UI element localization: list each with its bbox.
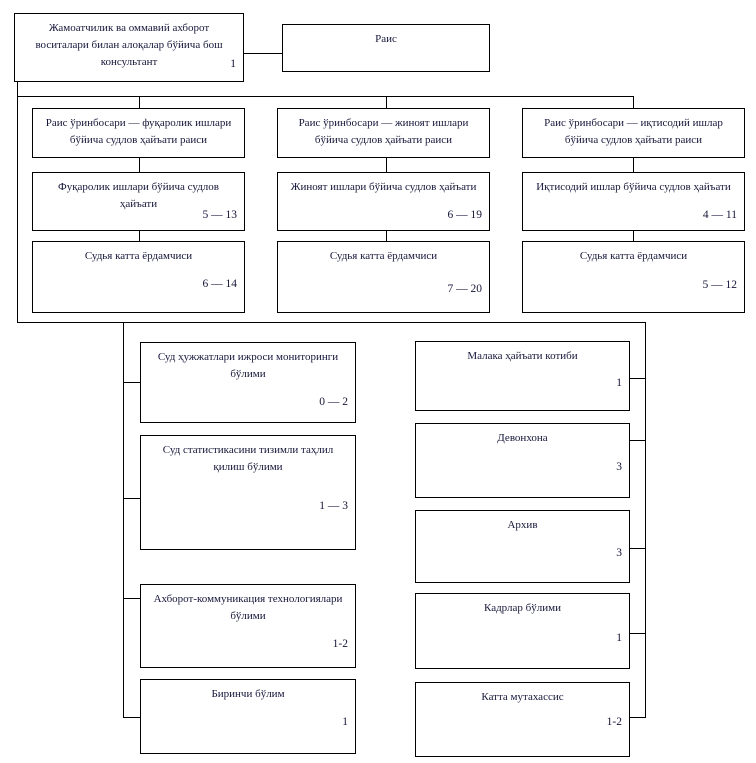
org-node-label: Раис ўринбосари — фуқаролик ишлари бўйич… [45,117,232,147]
org-node-label: Суд статистикасини тизимли таҳлил қилиш … [162,444,334,474]
connector-line [244,53,282,54]
org-node-label: Малака ҳайъати котиби [467,350,578,362]
org-node-senior-specialist: Катта мутахассис 1-2 [415,682,630,757]
org-node-consultant: Жамоатчилик ва оммавий ахборот воситалар… [14,13,244,82]
org-node-ict-dept: Ахборот-коммуникация технологиялари бўли… [140,584,356,668]
connector-line [633,96,634,108]
connector-line [630,717,645,718]
org-node-deputy-economic: Раис ўринбосари — иқтисодий ишлар бўйича… [522,108,745,158]
connector-line [17,82,18,322]
org-node-senior-assistant-criminal: Судья катта ёрдамчиси 7 — 20 [277,241,490,313]
org-node-count: 5 — 13 [202,209,238,222]
org-node-senior-assistant-economic: Судья катта ёрдамчиси 5 — 12 [522,241,745,313]
connector-line [645,322,646,718]
org-node-chancellery: Девонхона 3 [415,423,630,498]
connector-line [633,158,634,172]
connector-line [139,96,140,108]
org-node-monitoring-dept: Суд ҳужжатлари ижроси мониторинги бўлими… [140,342,356,423]
org-node-label: Судья катта ёрдамчиси [329,250,438,262]
org-node-count: 1-2 [332,637,348,650]
connector-line [386,158,387,172]
connector-line [123,382,140,383]
org-node-label: Раис [375,33,397,45]
org-node-count: 5 — 12 [702,279,738,291]
connector-line [139,231,140,241]
connector-line [123,717,140,718]
connector-line [630,440,645,441]
connector-line [630,378,645,379]
connector-line [630,548,645,549]
org-node-statistics-dept: Суд статистикасини тизимли таҳлил қилиш … [140,435,356,550]
org-node-label: Архив [507,519,538,531]
org-node-count: 1 [230,57,236,70]
connector-line [633,231,634,241]
org-node-board-criminal: Жиноят ишлари бўйича судлов ҳайъати 6 — 1… [277,172,490,231]
org-node-board-economic: Иқтисодий ишлар бўйича судлов ҳайъати 4 —… [522,172,745,231]
org-node-label: Раис ўринбосари — жиноят ишлари бўйича с… [298,117,469,147]
org-node-label: Судья катта ёрдамчиси [579,250,688,262]
org-node-label: Фуқаролик ишлари бўйича судлов ҳайъати [58,181,219,211]
org-node-count: 1 — 3 [319,500,348,513]
org-node-label: Жиноят ишлари бўйича судлов ҳайъати [290,181,477,193]
org-node-label: Жамоатчилик ва оммавий ахборот воситалар… [35,22,223,69]
org-node-archive: Архив 3 [415,510,630,583]
org-node-label: Катта мутахассис [481,691,564,703]
org-node-count: 1 [616,376,622,389]
org-node-label: Биринчи бўлим [211,688,285,700]
org-node-count: 0 — 2 [319,395,348,408]
connector-line [139,158,140,172]
org-node-label: Судья катта ёрдамчиси [84,250,193,262]
org-node-label: Девонхона [497,432,548,444]
connector-line [630,633,645,634]
org-node-count: 3 [616,461,622,474]
org-node-count: 1 [616,631,622,644]
connector-line [386,96,387,108]
org-node-senior-assistant-civil: Судья катта ёрдамчиси 6 — 14 [32,241,245,313]
connector-line [386,231,387,241]
connector-line [17,322,646,323]
org-node-first-dept: Биринчи бўлим 1 [140,679,356,754]
org-node-deputy-criminal: Раис ўринбосари — жиноят ишлари бўйича с… [277,108,490,158]
connector-line [123,598,140,599]
org-node-label: Раис ўринбосари — иқтисодий ишлар бўйича… [544,117,723,147]
org-node-label: Ахборот-коммуникация технологиялари бўли… [153,593,343,623]
org-node-count: 7 — 20 [447,282,483,295]
org-node-chairman: Раис [282,24,490,72]
org-node-count: 3 [616,547,622,560]
org-node-count: 1-2 [606,715,622,728]
org-node-deputy-civil: Раис ўринбосари — фуқаролик ишлари бўйич… [32,108,245,158]
org-node-label: Суд ҳужжатлари ижроси мониторинги бўлими [157,351,339,381]
org-node-count: 4 — 11 [702,209,737,222]
org-node-label: Кадрлар бўлими [484,602,561,614]
org-node-count: 6 — 14 [202,277,238,290]
org-node-qualification-secretary: Малака ҳайъати котиби 1 [415,341,630,411]
org-node-hr-dept: Кадрлар бўлими 1 [415,593,630,669]
connector-line [123,322,124,718]
org-node-count: 1 [342,715,348,728]
connector-line [123,498,140,499]
org-node-count: 6 — 19 [447,209,483,222]
org-node-label: Иқтисодий ишлар бўйича судлов ҳайъати [536,181,731,193]
connector-line [17,96,634,97]
